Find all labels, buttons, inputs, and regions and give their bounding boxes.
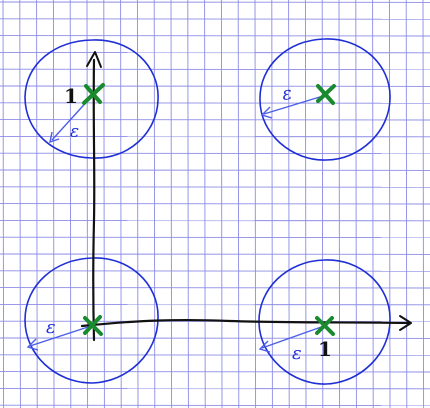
- circle-bottom-right: [258, 259, 391, 385]
- radius-arrow-bottom-right: [258, 325, 325, 353]
- circle-top-right: [259, 38, 391, 161]
- marker-bottom-right-icon: [315, 316, 335, 336]
- epsilon-label-bottom-left: ε: [46, 317, 56, 338]
- radius-arrow-top-right: [260, 95, 324, 119]
- epsilon-label-bottom-right: ε: [292, 343, 302, 364]
- x-axis: [80, 315, 412, 331]
- marker-top-left-icon: [82, 83, 105, 105]
- epsilon-label-top-left: ε: [70, 122, 79, 142]
- marker-origin-icon: [83, 315, 103, 336]
- marker-top-right-icon: [316, 84, 336, 105]
- x-unit-label: 1: [318, 337, 332, 361]
- radius-arrow-bottom-left: [26, 325, 92, 351]
- epsilon-label-top-right: ε: [281, 83, 294, 105]
- circle-bottom-left: [24, 257, 159, 384]
- y-axis: [86, 51, 102, 342]
- y-unit-label: 1: [64, 84, 78, 108]
- circle-top-left: [24, 39, 159, 159]
